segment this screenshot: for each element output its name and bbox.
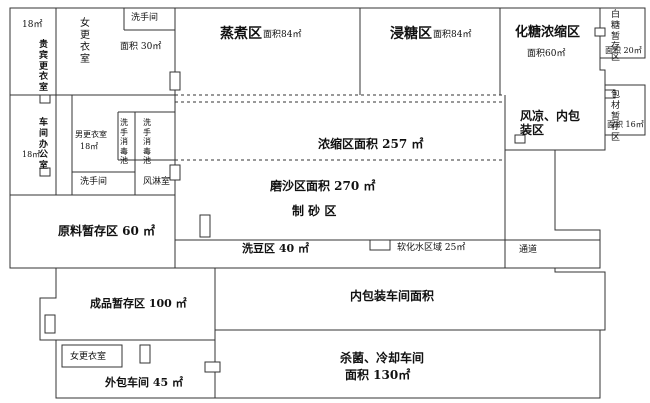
- white-sugar-area-label: 面积 20㎡: [605, 46, 642, 55]
- womens-changing-box: [61, 344, 123, 368]
- packaging-box: [604, 84, 646, 136]
- outer-pack-label: 外包车间 45 ㎡: [105, 376, 183, 389]
- steam-cook-area-label: 面积84㎡: [263, 30, 302, 40]
- hand-wash-mid-label: 洗手间: [80, 177, 108, 187]
- door-marker: [594, 27, 606, 37]
- steam-cook-label: 蒸煮区: [220, 26, 262, 42]
- door-marker: [39, 167, 51, 177]
- vip-area-label: 18㎡: [22, 20, 43, 30]
- door-marker: [199, 214, 211, 238]
- cooling-packing-label: 风凉、内包装区: [520, 109, 581, 137]
- passage-label: 通道: [519, 245, 538, 255]
- sterilize-area-label: 面积 130㎡: [345, 368, 411, 382]
- packaging-area-label: 面积 16㎡: [607, 120, 644, 129]
- vip-changing-room-label: 贵宾更衣室: [39, 40, 49, 94]
- make-sand-label: 制 砂 区: [292, 204, 337, 218]
- grind-sand-label: 磨沙区面积 270 ㎡: [270, 179, 376, 193]
- white-sugar-storage-label: 白糖暂存区: [611, 10, 621, 64]
- water-softening-label: 软化水区域 25㎡: [397, 243, 466, 253]
- workshop-office-label: 车间办公室: [39, 118, 49, 172]
- mens-changing-area-label: 18㎡: [80, 142, 99, 151]
- hand-wash-top-label: 洗手间: [131, 13, 159, 23]
- door-marker: [604, 89, 616, 99]
- hand-pool-1-label: 洗手消毒池: [120, 118, 128, 166]
- door-marker: [169, 71, 181, 91]
- office-area-label: 18㎡: [22, 150, 41, 159]
- door-marker: [39, 94, 51, 104]
- sugar-soak-label: 浸糖区: [390, 26, 432, 42]
- concentrate-label: 浓缩区面积 257 ㎡: [318, 137, 424, 151]
- finished-storage-label: 成品暂存区 100 ㎡: [90, 297, 187, 310]
- air-shower-label: 风淋室: [143, 177, 171, 187]
- door-marker: [514, 134, 526, 144]
- womens-changing-bottom-label: 女更衣室: [70, 352, 107, 362]
- packaging-storage-label: 包材暂存区: [611, 90, 621, 144]
- raw-storage-label: 原料暂存区 60 ㎡: [58, 224, 156, 238]
- womens-changing-top-label: 女更衣室: [80, 18, 90, 65]
- door-marker: [169, 164, 181, 181]
- sugar-soak-area-label: 面积84㎡: [433, 30, 472, 40]
- door-marker: [204, 361, 221, 373]
- sugar-melt-label: 化糖浓缩区: [515, 25, 581, 40]
- sugar-melt-area-label: 面积60㎡: [527, 49, 566, 59]
- door-marker: [369, 239, 391, 251]
- bean-wash-label: 洗豆区 40 ㎡: [242, 242, 309, 255]
- mens-changing-label: 男更衣室: [75, 130, 107, 139]
- door-marker: [44, 314, 56, 334]
- womens-changing-area-label: 面积 30㎡: [120, 42, 162, 52]
- door-marker: [139, 344, 151, 364]
- hand-pool-2-label: 洗手消毒池: [143, 118, 151, 166]
- inner-pack-workshop-label: 内包装车间面积: [350, 289, 435, 303]
- sterilize-cool-label: 杀菌、冷却车间: [340, 351, 425, 365]
